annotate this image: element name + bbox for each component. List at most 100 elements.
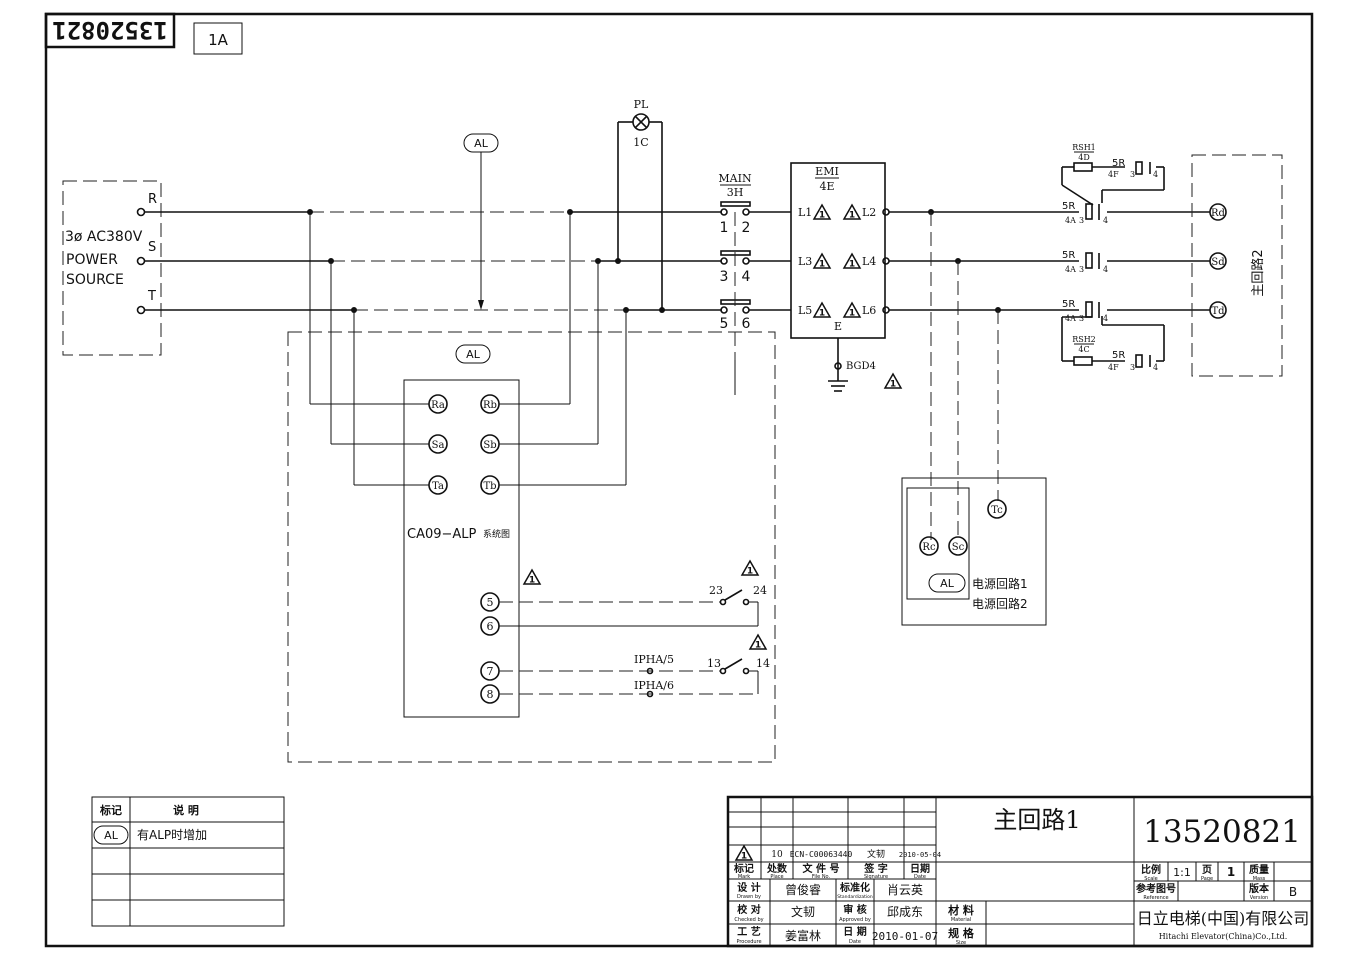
- svg-text:Signature: Signature: [864, 874, 888, 880]
- svg-text:曾俊睿: 曾俊睿: [785, 882, 821, 897]
- svg-text:4: 4: [1153, 170, 1158, 179]
- svg-text:RSH1: RSH1: [1072, 143, 1096, 152]
- svg-text:3: 3: [720, 269, 729, 285]
- terminal-label-s: S: [148, 240, 156, 255]
- svg-text:版本: 版本: [1249, 882, 1270, 895]
- svg-text:IPHA/5: IPHA/5: [634, 653, 674, 666]
- pilot-lamp: PL 1C: [617, 98, 663, 310]
- svg-text:Procedure: Procedure: [736, 939, 761, 945]
- svg-text:AL: AL: [104, 829, 119, 842]
- svg-text:电源回路2: 电源回路2: [972, 596, 1028, 611]
- svg-text:Scale: Scale: [1144, 876, 1157, 882]
- svg-text:说 明: 说 明: [173, 803, 199, 817]
- svg-text:5: 5: [487, 596, 494, 609]
- svg-text:Sb: Sb: [483, 440, 496, 451]
- svg-text:5R: 5R: [1112, 158, 1125, 169]
- drawing-number-rotated: 13520821: [52, 16, 168, 44]
- svg-text:规 格: 规 格: [948, 926, 975, 940]
- svg-text:4: 4: [1103, 216, 1108, 225]
- sheet-tag-box: 1A: [193, 22, 243, 55]
- svg-text:5R: 5R: [1112, 350, 1125, 361]
- svg-text:Td: Td: [1211, 306, 1225, 317]
- svg-text:6: 6: [487, 620, 494, 633]
- relay-group: RSH1 4D 5R 4F 3 4 5R 4A 3 4 5R 4A 3 4 5R…: [1061, 143, 1165, 372]
- al-tag-top: AL: [463, 133, 499, 310]
- svg-text:4F: 4F: [1108, 363, 1119, 372]
- svg-text:4A: 4A: [1065, 314, 1076, 323]
- svg-text:Version: Version: [1250, 895, 1268, 901]
- svg-text:Date: Date: [914, 874, 926, 880]
- power-source-line2: POWER: [66, 252, 118, 268]
- svg-text:4F: 4F: [1108, 170, 1119, 179]
- svg-text:4A: 4A: [1065, 265, 1076, 274]
- svg-text:Rd: Rd: [1211, 208, 1226, 219]
- svg-text:Approved by: Approved by: [839, 917, 871, 923]
- svg-text:邱成东: 邱成东: [887, 905, 923, 919]
- svg-text:3: 3: [1130, 363, 1135, 372]
- svg-text:3: 3: [1079, 314, 1084, 323]
- svg-text:7: 7: [487, 665, 494, 678]
- svg-text:Tc: Tc: [991, 505, 1003, 516]
- svg-text:标记: 标记: [99, 803, 122, 817]
- svg-text:Sc: Sc: [952, 542, 965, 553]
- legend-table: 标记 说 明 AL 有ALP时增加: [91, 796, 285, 927]
- power-source-phase: 3ø AC380V: [65, 229, 143, 245]
- svg-text:24: 24: [753, 584, 767, 597]
- svg-text:Sa: Sa: [432, 440, 445, 451]
- svg-text:4: 4: [1103, 265, 1108, 274]
- svg-text:3: 3: [1130, 170, 1135, 179]
- svg-text:L2: L2: [862, 206, 876, 219]
- main-circuit-2-block: Rd Sd Td 主回路2: [1191, 154, 1283, 377]
- svg-text:标记: 标记: [733, 862, 754, 875]
- svg-text:2: 2: [742, 220, 751, 236]
- emi-filter: EMI 4E L1 L3 L5 L2 L4 L6 E BGD4: [790, 162, 902, 392]
- svg-text:Material: Material: [951, 917, 971, 923]
- svg-text:工 艺: 工 艺: [737, 925, 760, 938]
- svg-text:比例: 比例: [1141, 863, 1161, 876]
- company-name-cn: 日立电梯(中国)有限公司: [1137, 909, 1310, 928]
- terminal-label-r: R: [148, 192, 157, 207]
- svg-text:Rb: Rb: [483, 400, 497, 411]
- svg-text:3: 3: [1079, 265, 1084, 274]
- svg-text:4: 4: [742, 269, 751, 285]
- svg-text:5: 5: [720, 316, 729, 332]
- company-name-en: Hitachi Elevator(China)Co.,Ltd.: [1159, 932, 1288, 941]
- svg-text:Drawn by: Drawn by: [737, 894, 761, 900]
- output-lines: [889, 209, 1210, 540]
- svg-text:标准化: 标准化: [839, 881, 870, 894]
- svg-text:CA09−ALP: CA09−ALP: [407, 527, 477, 542]
- svg-text:页: 页: [1202, 864, 1212, 876]
- power-circuit-block: Rc Sc Tc AL 电源回路1 电源回路2: [901, 477, 1047, 626]
- svg-text:AL: AL: [940, 577, 955, 590]
- svg-text:Tb: Tb: [483, 481, 496, 492]
- svg-text:3H: 3H: [727, 186, 744, 199]
- drawing-title: 主回路1: [993, 806, 1080, 834]
- drawing-number-rotated-box: 13520821: [44, 12, 176, 49]
- svg-text:14: 14: [756, 657, 770, 670]
- svg-text:Mass: Mass: [1253, 876, 1266, 882]
- svg-text:2010-01-07: 2010-01-07: [872, 930, 938, 943]
- alp-system-block: AL Ra Sa Ta Rb Sb Tb CA09−ALP 系统图 5: [287, 212, 776, 763]
- main-contactor: MAIN 3H 1 2 3 4 5 6: [718, 172, 791, 395]
- svg-text:5R: 5R: [1062, 201, 1075, 212]
- svg-text:AL: AL: [466, 348, 481, 361]
- svg-text:文 件 号: 文 件 号: [803, 862, 840, 875]
- svg-text:File No.: File No.: [812, 874, 831, 880]
- svg-text:ECN-C00063440: ECN-C00063440: [790, 850, 853, 859]
- svg-text:Standardization: Standardization: [837, 894, 873, 900]
- svg-text:处数: 处数: [766, 862, 788, 875]
- svg-text:签 字: 签 字: [863, 862, 887, 875]
- svg-text:有ALP时增加: 有ALP时增加: [137, 828, 207, 842]
- svg-text:PL: PL: [634, 98, 649, 111]
- svg-text:1:1: 1:1: [1173, 866, 1191, 879]
- drawing-frame: [44, 12, 1314, 948]
- svg-text:4: 4: [1103, 314, 1108, 323]
- svg-text:参考图号: 参考图号: [1136, 882, 1176, 895]
- svg-text:Sd: Sd: [1211, 257, 1225, 268]
- svg-text:1: 1: [720, 220, 729, 236]
- svg-text:电源回路1: 电源回路1: [972, 576, 1028, 591]
- svg-text:质量: 质量: [1249, 863, 1269, 876]
- svg-text:IPHA/6: IPHA/6: [634, 679, 674, 692]
- svg-text:肖云英: 肖云英: [887, 883, 923, 897]
